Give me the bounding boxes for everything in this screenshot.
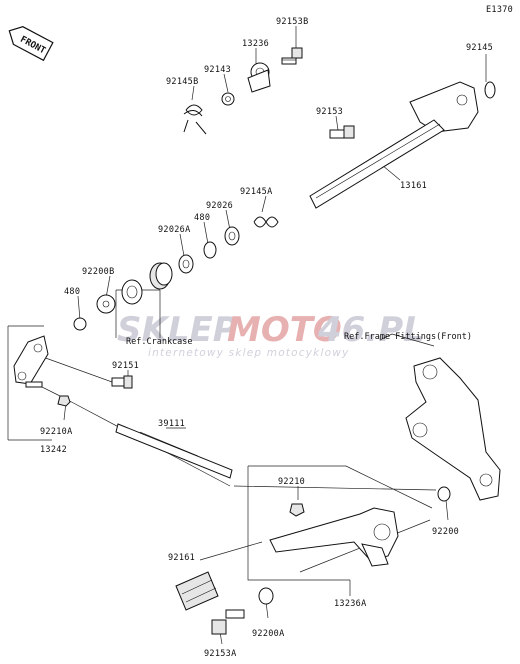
rubber-92161 xyxy=(175,571,219,611)
ref-frame-fittings: Ref.Frame Fittings(Front) xyxy=(344,332,472,342)
label-92161: 92161 xyxy=(168,553,195,563)
label-92151: 92151 xyxy=(112,361,139,371)
label-92145: 92145 xyxy=(466,43,493,53)
diagram-code: E1370 xyxy=(486,5,513,15)
label-92153: 92153 xyxy=(316,107,343,117)
washer-92026 xyxy=(224,226,240,246)
lever-13242 xyxy=(13,335,49,385)
nut-92210 xyxy=(289,503,305,517)
label-92145a: 92145A xyxy=(240,187,273,197)
pedal-13236a xyxy=(269,507,399,567)
label-92153b: 92153B xyxy=(276,17,309,27)
oil-seal xyxy=(121,279,143,305)
washer-92200a xyxy=(258,587,274,605)
bolt-92151 xyxy=(111,375,133,389)
watermark: SKLEP MOTO 46.PL internetowy sklep motoc… xyxy=(117,310,425,359)
washer-92200 xyxy=(437,486,451,502)
label-13242: 13242 xyxy=(40,445,67,455)
shaft-arm-13161 xyxy=(309,81,479,209)
needle-bearing xyxy=(149,262,173,290)
watermark-brand-c: 46.PL xyxy=(317,310,425,350)
label-39111: 39111 xyxy=(158,419,185,429)
collar-92143 xyxy=(221,92,235,106)
frame-fitting-bracket xyxy=(405,357,501,501)
spring-92145a xyxy=(253,216,279,228)
front-arrow-icon: FRONT xyxy=(8,26,54,62)
ref-crankcase: Ref.Crankcase xyxy=(126,337,193,347)
bolt-left xyxy=(25,381,43,388)
lever-13236 xyxy=(247,62,271,93)
label-92153a: 92153A xyxy=(204,649,237,659)
label-92026a: 92026A xyxy=(158,225,191,235)
watermark-tagline: internetowy sklep motocyklowy xyxy=(148,347,349,359)
label-92210: 92210 xyxy=(278,477,305,487)
circlip-480-lower xyxy=(73,317,87,331)
bolt-92153 xyxy=(329,125,355,139)
circlip-480-upper xyxy=(203,241,217,259)
washer-92026a xyxy=(178,254,194,274)
watermark-brand-a: SKLEP xyxy=(117,310,238,350)
label-92026: 92026 xyxy=(206,201,233,211)
tie-rod-39111 xyxy=(115,423,233,479)
label-92200b: 92200B xyxy=(82,267,115,277)
spring-92145b xyxy=(183,104,207,135)
label-13161: 13161 xyxy=(400,181,427,191)
watermark-brand-b: MOTO xyxy=(227,310,342,350)
nut-92210a xyxy=(57,395,71,407)
bolt-92153b xyxy=(281,47,303,65)
label-92210a: 92210A xyxy=(40,427,73,437)
label-92200a: 92200A xyxy=(252,629,285,639)
washer-92200b xyxy=(96,294,116,314)
bolt-92153a xyxy=(211,609,245,635)
label-92143: 92143 xyxy=(204,65,231,75)
label-480-lower: 480 xyxy=(64,287,80,297)
spring-92145 xyxy=(484,81,496,99)
label-13236: 13236 xyxy=(242,39,269,49)
label-92145b: 92145B xyxy=(166,77,199,87)
label-92200: 92200 xyxy=(432,527,459,537)
label-13236a: 13236A xyxy=(334,599,367,609)
label-480-upper: 480 xyxy=(194,213,210,223)
